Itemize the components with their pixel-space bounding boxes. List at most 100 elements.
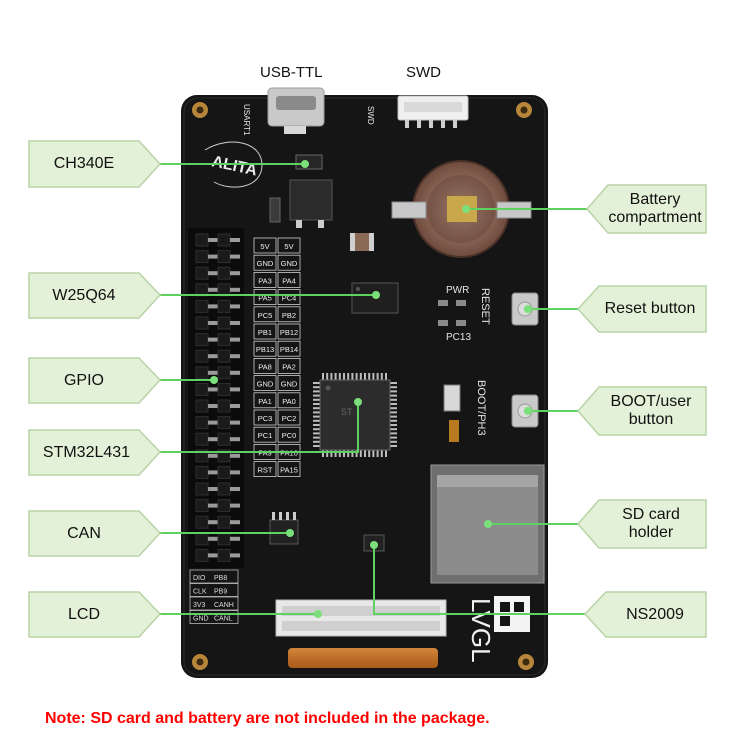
header-pin [195, 299, 209, 313]
callout-battery-compartment: Battery compartment [608, 191, 702, 226]
package-note: Note: SD card and battery are not includ… [45, 710, 490, 727]
can-pin-label-left: DIO [193, 575, 206, 582]
pin-label-cell [277, 323, 301, 340]
header-pin-lead [208, 387, 218, 392]
callout-lcd-shape [28, 591, 162, 638]
pin-label-left: PA3 [258, 276, 272, 285]
mcu-lead [355, 373, 358, 380]
header-pin [195, 482, 209, 496]
can-pin-label-left: CLK [193, 589, 207, 596]
power-components [269, 179, 374, 251]
pin-label-left: PA8 [258, 362, 272, 371]
header-pin-lead [230, 437, 240, 442]
mcu-lead [351, 373, 354, 380]
lcd-fpc-connector [275, 599, 447, 668]
battery-holder [391, 160, 532, 258]
header-pin-lead [230, 536, 240, 541]
pin-label-cell [277, 392, 301, 409]
header-pin [217, 432, 231, 446]
mcu-lead [390, 419, 397, 422]
header-pin-lead [230, 420, 240, 425]
silk-lvgl: LVGL [466, 598, 496, 663]
mcu-lead [313, 428, 320, 431]
header-pin [195, 316, 209, 330]
header-pin-lead [230, 238, 240, 242]
mcu-lead [334, 373, 337, 380]
usb-connector [267, 87, 325, 134]
header-pin [217, 532, 231, 546]
mcu-lead [364, 450, 366, 457]
small-components [438, 300, 466, 442]
callout-ns2009: NS2009 [626, 605, 684, 623]
pin-label-left: PC3 [258, 414, 273, 423]
pin-label-right: PC0 [282, 431, 297, 440]
mcu-lead [326, 373, 329, 380]
callout-reset-shape [576, 285, 707, 333]
mcu-lead [390, 407, 397, 410]
mcu-lead [385, 450, 387, 457]
header-pin-lead [230, 304, 240, 309]
pin-label-cell [277, 426, 301, 443]
mcu-lead [313, 445, 320, 447]
callout-boot-shape [577, 386, 707, 436]
mcu-lead [322, 373, 324, 380]
mcu-lead [313, 424, 320, 426]
header-pin-lead [208, 437, 218, 442]
header-pin [217, 399, 231, 413]
header-pin-lead [208, 404, 218, 408]
mcu-lead [351, 450, 354, 457]
can-pin-label-right: CANH [214, 602, 234, 609]
callout-shapes [28, 140, 707, 638]
header-pin-lead [230, 520, 240, 525]
mcu-lead [313, 403, 320, 405]
pin-label-cell [277, 461, 301, 478]
pin-label-cell [277, 306, 301, 323]
header-pin [195, 515, 209, 529]
callout-ch340e-shape [28, 140, 162, 188]
pin-label-right: PB14 [280, 345, 298, 354]
mcu-lead [334, 450, 337, 457]
callout-can-shape [28, 510, 162, 557]
mcu-lead [390, 436, 397, 439]
pin-label-right: GND [281, 259, 298, 268]
header-pin-lead [230, 370, 240, 375]
header-pin [195, 465, 209, 479]
header-pin [217, 548, 231, 562]
pin-label-right: PB2 [282, 311, 296, 320]
pin-label-cell [277, 237, 301, 254]
mcu-lead [347, 450, 350, 457]
pin-label-cell [253, 237, 277, 254]
callout-stm32-shape [28, 429, 162, 476]
pin-label-left: PC1 [258, 431, 273, 440]
header-pin [217, 366, 231, 380]
pin-label-cell [253, 426, 277, 443]
header-pin-lead [208, 487, 218, 491]
pin-label-cell [277, 340, 301, 357]
mcu-lead [313, 398, 320, 401]
callout-boot-user-button: BOOT/user button [610, 393, 692, 428]
mcu-lead [343, 450, 345, 457]
pin-label-cell [253, 271, 277, 288]
header-pin [217, 499, 231, 513]
header-pin [217, 333, 231, 347]
mcu-lead [313, 419, 320, 422]
mcu-lead [372, 373, 375, 380]
pin-label-cell [277, 271, 301, 288]
header-pin-lead [230, 453, 240, 458]
pin-label-right: PC4 [282, 294, 297, 303]
mcu-lead [359, 373, 362, 380]
mcu-lead [313, 436, 320, 439]
header-pin-lead [230, 354, 240, 359]
header-pin [195, 349, 209, 363]
mcu-lead [390, 432, 397, 435]
mcu-lead [326, 450, 329, 457]
mcu-lead [372, 450, 375, 457]
pin-label-left: PA5 [258, 294, 272, 303]
pin-label-left: GND [257, 259, 274, 268]
callout-battery-shape [586, 184, 707, 234]
pin-label-cell [253, 375, 277, 392]
pin-label-cell [253, 306, 277, 323]
header-pin [217, 266, 231, 280]
pin-label-cell [253, 289, 277, 306]
